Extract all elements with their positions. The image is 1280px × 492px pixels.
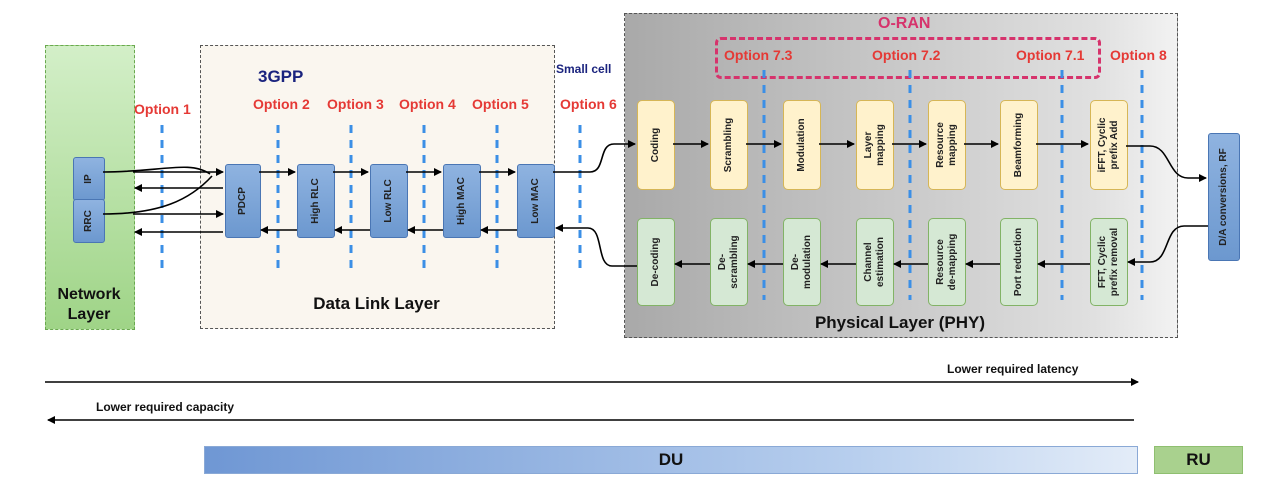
beamforming-block: Beamforming (1000, 100, 1038, 190)
ru-bar: RU (1154, 446, 1243, 474)
option-5-label: Option 5 (472, 96, 529, 112)
option-3-label: Option 3 (327, 96, 384, 112)
physical-layer-title: Physical Layer (PHY) (814, 313, 986, 332)
low-rlc-block: Low RLC (370, 164, 408, 238)
rf-block: D/A conversions, RF (1208, 133, 1240, 261)
oran-frame (715, 37, 1101, 79)
lowmac-to-coding-arrow (553, 140, 636, 173)
du-bar: DU (204, 446, 1138, 474)
pdcp-block: PDCP (225, 164, 261, 238)
scrambling-block: Scrambling (710, 100, 748, 190)
du-label: DU (658, 450, 684, 469)
coding-block: Coding (637, 100, 675, 190)
option-7-1-label: Option 7.1 (1016, 47, 1085, 63)
decoding-to-lowmac-arrow (555, 224, 637, 267)
modulation-block: Modulation (783, 100, 821, 190)
option-1-label: Option 1 (134, 101, 191, 117)
layer-mapping-block: Layer mapping (856, 100, 894, 190)
de-modulation-block: De-modulation (783, 218, 821, 306)
3gpp-label: 3GPP (258, 67, 304, 86)
resource-mapping-block: Resource mapping (928, 100, 966, 190)
low-mac-block: Low MAC (517, 164, 555, 238)
rrc-curve (102, 175, 213, 215)
capacity-label: Lower required capacity (96, 400, 235, 414)
resource-de-mapping-block: Resource de-mapping (928, 218, 966, 306)
small-cell-label: Small cell (556, 62, 612, 76)
ru-label: RU (1186, 450, 1211, 469)
rrc-block: RRC (73, 199, 105, 243)
option-8-label: Option 8 (1110, 47, 1167, 63)
high-mac-block: High MAC (443, 164, 481, 238)
option-2-label: Option 2 (253, 96, 310, 112)
rf-to-fft-arrow (1127, 225, 1208, 266)
ifft-to-rf-arrow (1126, 145, 1207, 182)
high-rlc-block: High RLC (297, 164, 335, 238)
option-4-label: Option 4 (399, 96, 456, 112)
fft-cyclic-prefix-block: FFT, Cyclic prefix removal (1090, 218, 1128, 306)
option-6-label: Option 6 (560, 96, 617, 112)
oran-label: O-RAN (878, 15, 931, 32)
latency-label: Lower required latency (947, 362, 1079, 376)
ifft-cyclic-prefix-block: iFFT, Cyclic prefix Add (1090, 100, 1128, 190)
network-layer-title: Network Layer (57, 286, 121, 323)
option-7-3-label: Option 7.3 (724, 47, 793, 63)
ip-curve (102, 166, 211, 175)
data-link-layer-title: Data Link Layer (313, 294, 440, 313)
option-7-2-label: Option 7.2 (872, 47, 941, 63)
de-coding-block: De-coding (637, 218, 675, 306)
